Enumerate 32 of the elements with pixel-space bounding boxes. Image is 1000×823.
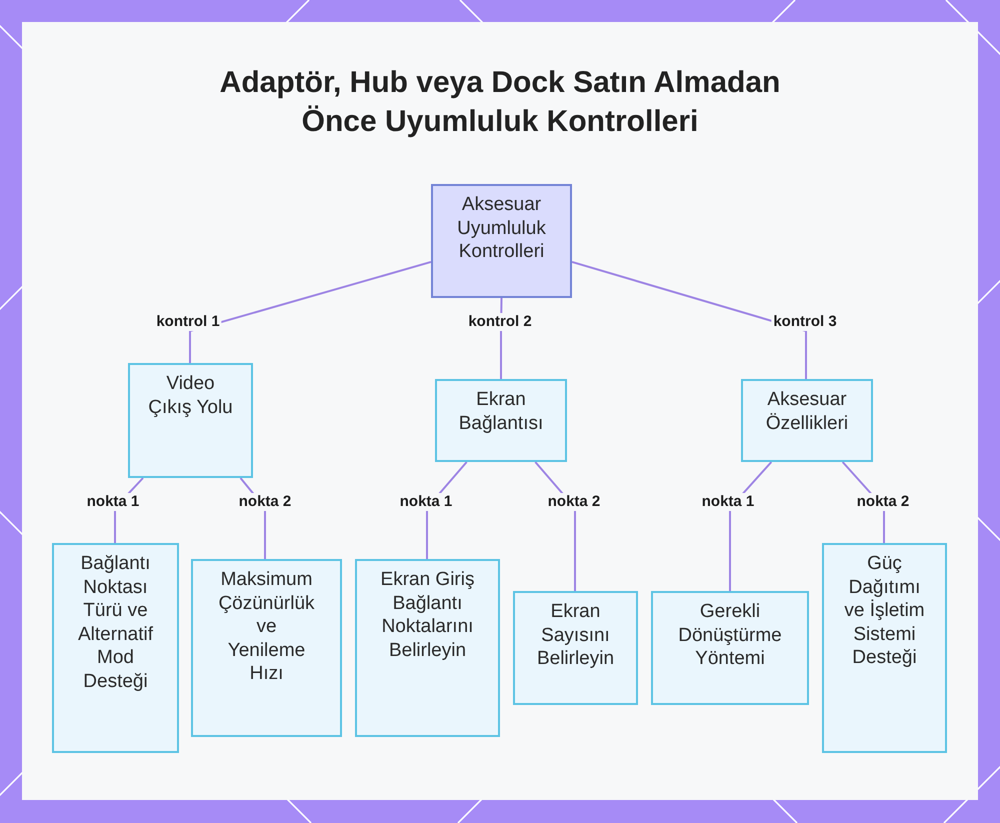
category-box xyxy=(128,363,253,478)
edge-label: nokta 1 xyxy=(84,493,142,511)
node-label: Bağlantı Noktası Türü ve Alternatif Mod Desteği xyxy=(77,552,154,693)
detail-box xyxy=(651,591,809,705)
category-box xyxy=(435,379,567,462)
detail-box xyxy=(52,543,179,753)
edge-label: nokta 1 xyxy=(700,493,756,511)
detail-box xyxy=(822,543,947,753)
category-box xyxy=(741,379,873,462)
node-label: Video Çıkış Yolu xyxy=(147,372,234,419)
node-label: Maksimum Çözünürlük ve Yenileme Hızı xyxy=(217,568,316,686)
node-label: Güç Dağıtımı ve İşletim Sistemi Desteği xyxy=(843,552,926,670)
edge-label: nokta 2 xyxy=(236,493,294,511)
edge-label: kontrol 1 xyxy=(154,313,222,331)
edge-label: nokta 1 xyxy=(398,493,454,511)
connector-line xyxy=(189,261,432,363)
node-label: Ekran Giriş Bağlantı Noktalarını Belirleyin xyxy=(380,568,476,662)
node-label: Aksesuar Uyumluluk Kontrolleri xyxy=(456,193,547,264)
node-label: Ekran Sayısını Belirleyin xyxy=(536,600,616,670)
topic-box xyxy=(431,184,572,298)
detail-box xyxy=(513,591,638,705)
detail-box xyxy=(355,559,500,737)
node-label: Aksesuar Özellikleri xyxy=(764,388,850,435)
edge-label: nokta 2 xyxy=(546,493,602,511)
diagram-title: Adaptör, Hub veya Dock Satın Almadan Önce Uyumluluk Kontrolleri xyxy=(218,65,782,140)
connector-line xyxy=(572,261,807,379)
detail-box xyxy=(191,559,342,737)
edge-label: kontrol 3 xyxy=(771,313,839,331)
node-label: Ekran Bağlantısı xyxy=(458,388,544,435)
edge-label: kontrol 2 xyxy=(466,313,534,331)
node-label: Gerekli Dönüştürme Yöntemi xyxy=(677,600,783,670)
edge-label: nokta 2 xyxy=(854,493,912,511)
